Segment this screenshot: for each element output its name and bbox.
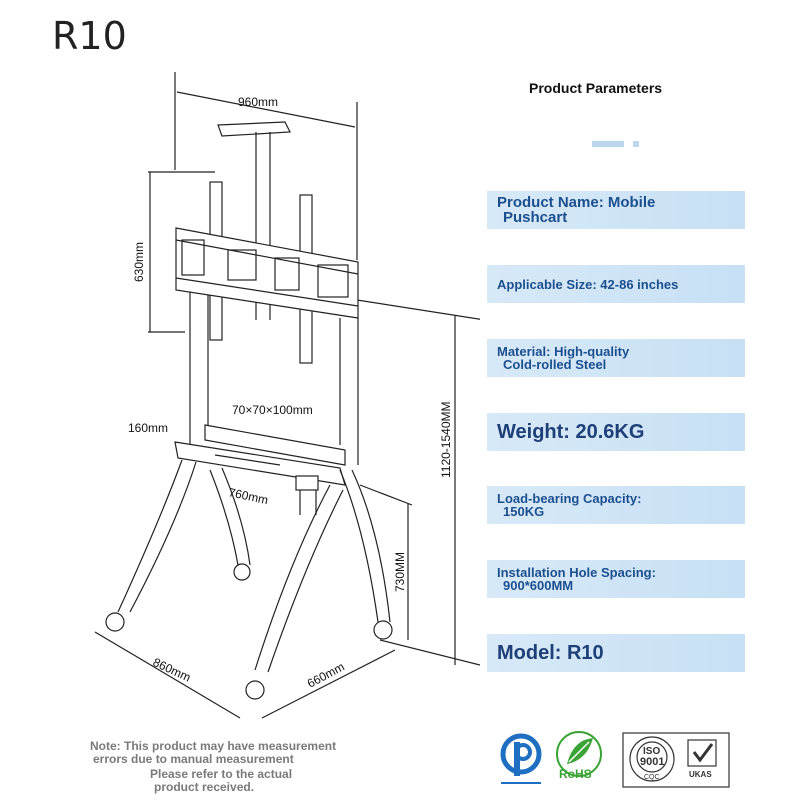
iso-label: ISO	[643, 746, 660, 757]
param-model: Model: R10	[487, 634, 745, 672]
params-heading: Product Parameters	[529, 80, 663, 96]
rohs-label: RoHS	[559, 767, 592, 781]
actual-product-note: Please refer to the actual product recei…	[150, 768, 292, 793]
product-diagram: 960mm 630mm 160mm 70×70×100mm 760mm 1120…	[94, 72, 480, 719]
width-label: 960mm	[238, 95, 278, 109]
note-line-2: errors due to manual measurement	[93, 751, 294, 766]
cqc-label: CQC	[644, 774, 660, 781]
param-material: Material: High-quality Cold-rolled Steel	[487, 339, 745, 377]
tray-height-label: 730MM	[393, 552, 407, 592]
param-applicable-size: Applicable Size: 42-86 inches	[487, 265, 745, 303]
note-line-4: product received.	[154, 779, 255, 794]
tray-width-label: 160mm	[128, 421, 168, 435]
heading-underline	[592, 141, 624, 147]
param-load-capacity: Load-bearing Capacity: 150KG	[487, 486, 745, 524]
pc-cert-icon	[500, 733, 542, 784]
note-line-1: Note: This product may have measurement	[90, 739, 337, 753]
param-weight: Weight: 20.6KG	[487, 413, 745, 451]
base-length-label: 860mm	[151, 655, 193, 685]
page-title: R10	[52, 14, 127, 58]
iso-number: 9001	[640, 756, 664, 768]
note-line-3: Please refer to the actual	[150, 767, 293, 781]
height-label: 630mm	[132, 242, 146, 282]
iso-ukas-cert-icon: ISO 9001 CQC UKAS	[622, 732, 730, 788]
param-product-name: Product Name: Mobile Pushcart	[487, 191, 745, 229]
measurement-note: Note: This product may have measurement …	[90, 740, 336, 765]
rohs-cert-icon: RoHS	[556, 731, 602, 781]
tray-length-label: 760mm	[227, 485, 269, 507]
heading-underline-dot	[633, 141, 639, 147]
box-size-label: 70×70×100mm	[232, 403, 313, 417]
adjustable-height-label: 1120-1540MM	[439, 402, 453, 479]
param-hole-spacing: Installation Hole Spacing: 900*600MM	[487, 560, 745, 598]
ukas-label: UKAS	[689, 770, 712, 779]
